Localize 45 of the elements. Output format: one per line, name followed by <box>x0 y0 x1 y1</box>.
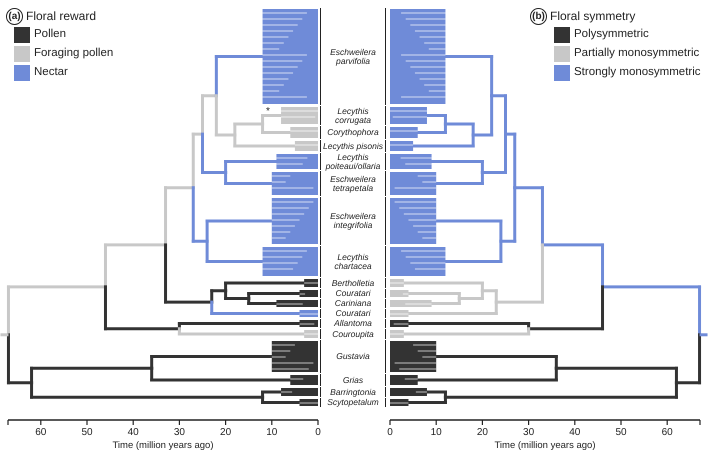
clade-label: Eschweilera integrifolia <box>320 197 386 245</box>
legend-label: Partially monosymmetric <box>574 47 700 59</box>
clade-label: Scytopetalum <box>320 398 386 407</box>
clade-label: Couroupita <box>320 329 386 339</box>
panel-title: Floral reward <box>26 9 96 23</box>
legend-label: Polysymmetric <box>574 28 649 40</box>
tick-label: 50 <box>80 427 94 438</box>
tick-label: 40 <box>126 427 140 438</box>
clade-label: Allantoma <box>320 319 386 328</box>
tick-label: 60 <box>660 427 674 438</box>
tick-label: 20 <box>476 427 489 438</box>
tick-label: 50 <box>614 427 628 438</box>
axis-title: Time (million years ago) <box>493 440 596 451</box>
clade-label: Couratari <box>320 309 386 318</box>
panel-letter: (a) <box>6 8 23 25</box>
clade-label: Bertholletia <box>320 278 386 288</box>
axis-title: Time (million years ago) <box>111 440 214 451</box>
clade-label: Grias <box>320 374 386 386</box>
clade-label: Lecythis poiteaui/ollaria <box>320 153 386 170</box>
tick-label: 0 <box>314 427 322 438</box>
clade-label: Cariniana <box>320 299 386 308</box>
tick-label: 20 <box>219 427 232 438</box>
clade-label: Barringtonia <box>320 387 386 397</box>
tick-label: 10 <box>265 427 278 438</box>
tick-label: 40 <box>568 427 582 438</box>
clade-label: Corythophora <box>320 126 386 139</box>
panel-letter: (b) <box>530 8 547 25</box>
legend-label: Strongly monosymmetric <box>574 66 701 78</box>
tick-label: 60 <box>34 427 48 438</box>
clade-label: Couratari <box>320 289 386 298</box>
legend-label: Pollen <box>34 28 66 40</box>
asterisk-mark: * <box>266 106 270 117</box>
panel-title: Floral symmetry <box>550 9 636 23</box>
clade-label: Eschweilera tetrapetala <box>320 171 386 196</box>
tick-label: 30 <box>172 427 186 438</box>
legend-label: Foraging pollen <box>34 47 114 59</box>
legend-label: Nectar <box>34 66 68 78</box>
tick-label: 0 <box>386 427 394 438</box>
tick-label: 10 <box>430 427 443 438</box>
tick-label: 30 <box>522 427 536 438</box>
clade-label: Gustavia <box>320 340 386 373</box>
clade-label: Lecythis chartacea <box>320 246 386 277</box>
clade-label: Lecythis pisonis <box>320 140 386 152</box>
clade-label: Eschweilera parvifolia <box>320 8 386 105</box>
clade-label: Lecythis corrugata <box>320 106 386 125</box>
